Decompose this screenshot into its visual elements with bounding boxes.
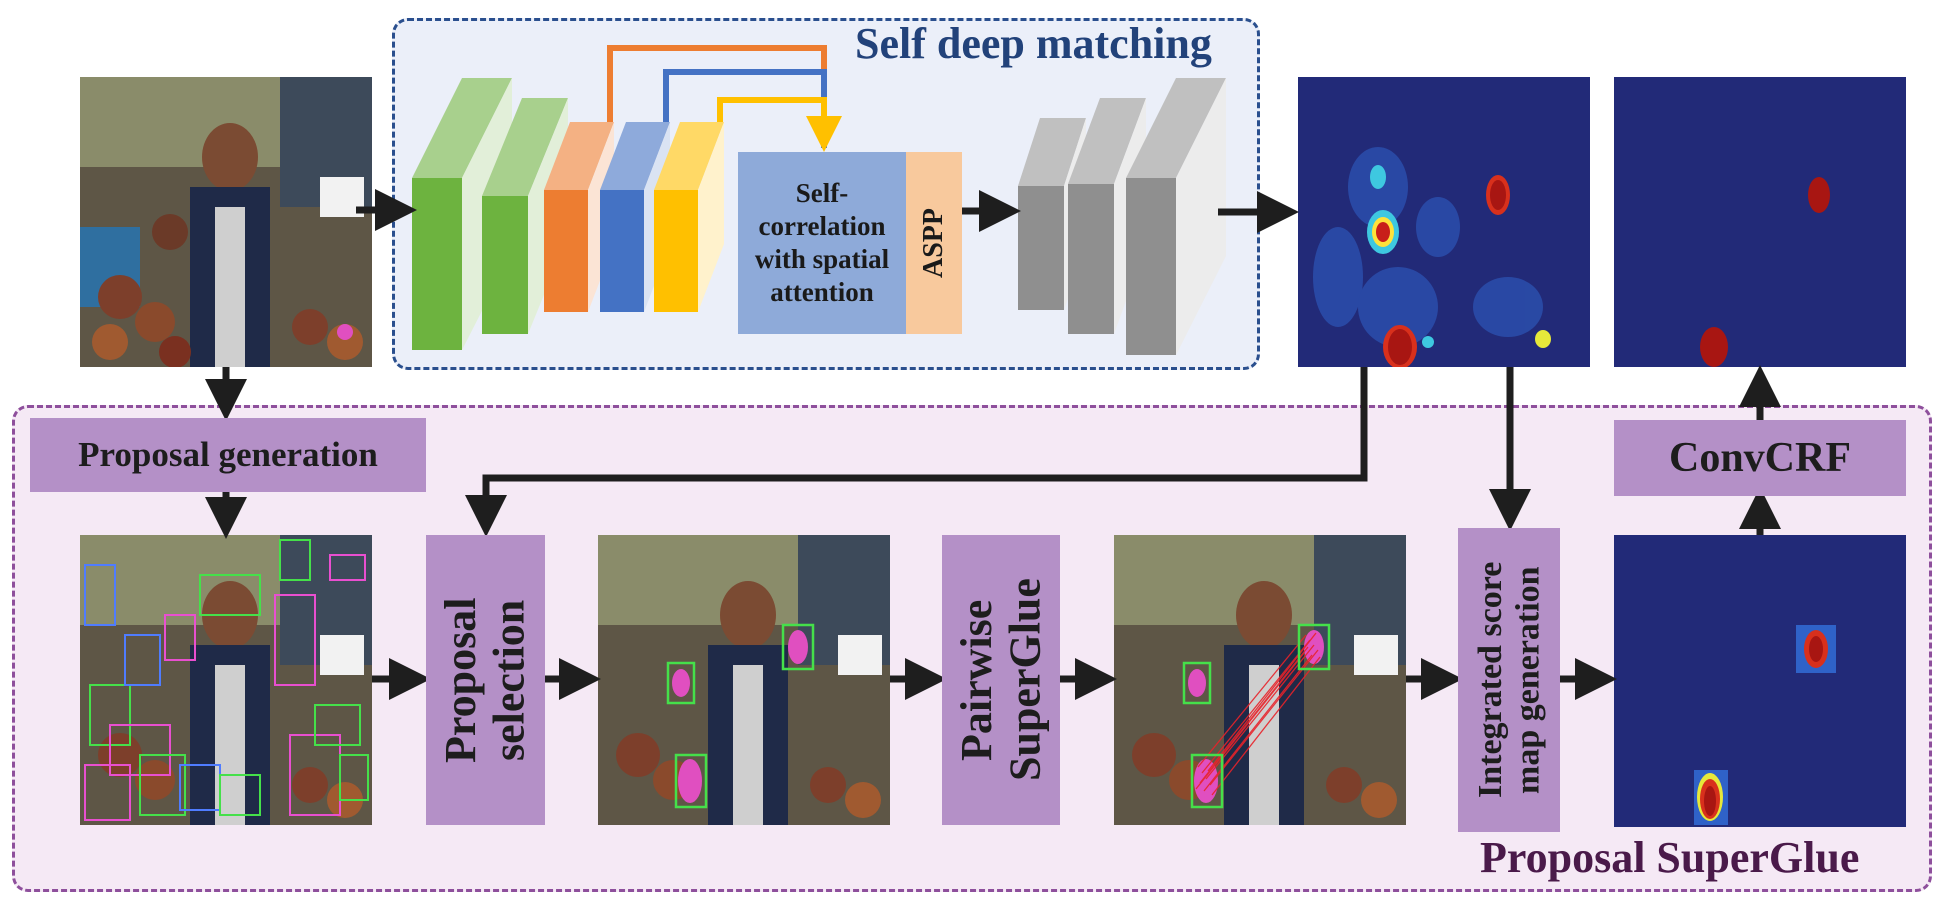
self-correlation-box: Self- correlation with spatial attention <box>738 152 906 334</box>
proposals-photo-graphic <box>80 535 372 825</box>
selected-proposals-image <box>598 535 890 825</box>
self-correlation-label: Self- correlation with spatial attention <box>754 178 890 307</box>
selected-photo-graphic <box>598 535 890 825</box>
heatmap-graphic <box>1298 77 1590 367</box>
input-photo-graphic <box>80 77 372 367</box>
matched-photo-graphic <box>1114 535 1406 825</box>
pairwise-superglue-box: Pairwise SuperGlue <box>942 535 1060 825</box>
integrated-score-label: Integrated score map generation <box>1471 561 1546 799</box>
proposal-selection-box: Proposal selection <box>426 535 545 825</box>
proposals-image <box>80 535 372 825</box>
final-output-map <box>1614 77 1906 367</box>
pairwise-superglue-label: Pairwise SuperGlue <box>951 578 1049 782</box>
convcrf-label: ConvCRF <box>1668 435 1851 481</box>
decoder-gray-block-2 <box>1068 98 1146 334</box>
arrow-heatmap-to-selection <box>465 367 1368 537</box>
convcrf-box: ConvCRF <box>1614 420 1906 496</box>
proposal-generation-box: Proposal generation <box>30 418 426 492</box>
encoder-yellow-block <box>654 122 724 312</box>
self-deep-matching-title: Self deep matching <box>855 19 1212 68</box>
aspp-label: ASPP <box>918 208 949 278</box>
input-image <box>80 77 372 367</box>
proposal-superglue-title: Proposal SuperGlue <box>1480 833 1860 882</box>
integrated-score-map <box>1614 535 1906 827</box>
self-matching-heatmap <box>1298 77 1590 367</box>
matched-proposals-image <box>1114 535 1406 825</box>
proposal-selection-label: Proposal selection <box>436 597 534 763</box>
decoder-gray-block-3 <box>1126 78 1226 355</box>
final-map-graphic <box>1614 77 1906 367</box>
aspp-box: ASPP <box>906 152 962 334</box>
score-map-graphic <box>1614 535 1906 827</box>
skip-connection-yellow <box>717 97 842 152</box>
integrated-score-box: Integrated score map generation <box>1458 528 1560 832</box>
proposal-generation-label: Proposal generation <box>78 435 378 474</box>
